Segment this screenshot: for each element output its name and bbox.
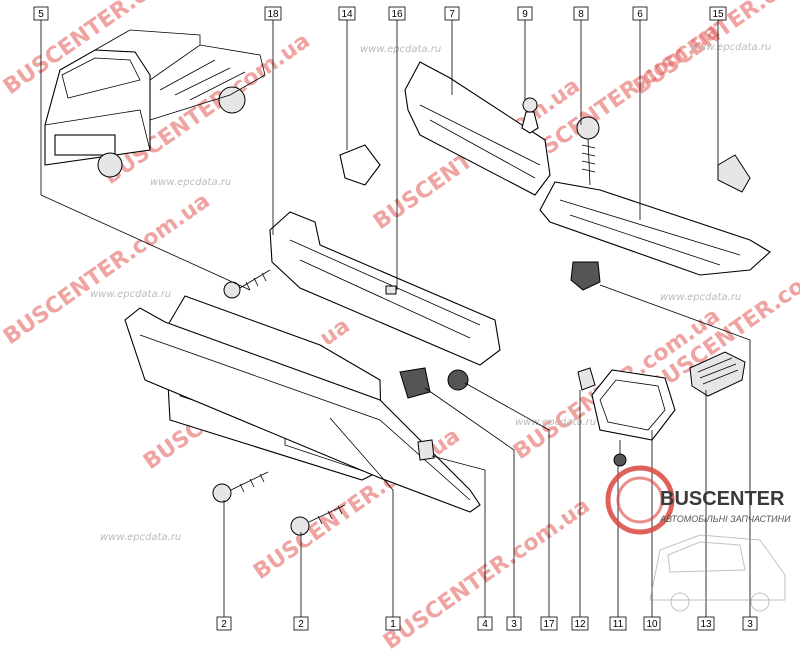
callout-12: 12: [571, 616, 589, 631]
part-17-nut: [447, 369, 469, 391]
callout-3: 3: [742, 616, 758, 631]
part-8-screw: [576, 116, 600, 186]
callout-6: 6: [632, 6, 648, 21]
svg-text:13: 13: [700, 619, 712, 630]
vehicle-thumbnail: [44, 29, 266, 178]
buscenter-logo: BUSCENTER АВТОМОБІЛЬНІ ЗАПЧАСТИНИ: [605, 465, 791, 612]
callout-10: 10: [643, 616, 661, 631]
part-6-deflector: [539, 181, 771, 276]
part-14-pad: [339, 144, 381, 186]
svg-text:18: 18: [267, 9, 279, 20]
logo-tagline: АВТОМОБІЛЬНІ ЗАПЧАСТИНИ: [659, 514, 791, 524]
callout-5: 5: [33, 6, 49, 21]
svg-text:4: 4: [482, 619, 488, 630]
callout-1: 1: [385, 616, 401, 631]
watermark-epcdata: www.epcdata.ru: [660, 292, 741, 303]
logo-name: BUSCENTER: [660, 488, 785, 510]
svg-text:5: 5: [38, 9, 44, 20]
part-11-screw: [613, 440, 627, 467]
part-4-clip: [417, 439, 435, 461]
part-1-spoiler: [124, 307, 481, 513]
svg-text:6: 6: [637, 9, 643, 20]
svg-text:2: 2: [221, 619, 227, 630]
part-2-screw-a: [212, 471, 269, 503]
part-13-vent: [689, 351, 746, 397]
callout-18: 18: [264, 6, 282, 21]
watermark-epcdata: www.epcdata.ru: [150, 177, 231, 188]
watermark-epcdata: www.epcdata.ru: [360, 44, 441, 55]
svg-text:1: 1: [390, 619, 396, 630]
watermark-epcdata: www.epcdata.ru: [90, 289, 171, 300]
svg-text:16: 16: [391, 9, 403, 20]
svg-text:15: 15: [712, 9, 724, 20]
callout-11: 11: [609, 616, 627, 631]
part-18-screw: [223, 269, 271, 299]
svg-text:3: 3: [747, 619, 753, 630]
part-9-clip: [521, 97, 539, 134]
part-7-deflector: [404, 61, 551, 196]
part-12-tab: [577, 367, 596, 391]
part-16-bracket: [269, 211, 501, 366]
watermark-buscenter: BUSCENTER.com.ua: [379, 493, 595, 654]
svg-text:11: 11: [613, 619, 624, 630]
callout-3: 3: [506, 616, 522, 631]
part-3-bushing: [399, 367, 431, 399]
svg-text:17: 17: [543, 619, 555, 630]
callout-8: 8: [573, 6, 589, 21]
leader-lines: [40, 20, 751, 617]
callout-4: 4: [477, 616, 493, 631]
svg-text:9: 9: [522, 9, 528, 20]
callout-7: 7: [444, 6, 460, 21]
part-15-cap: [717, 154, 751, 193]
watermark-epcdata: www.epcdata.ru: [690, 42, 771, 53]
part-10-frame: [591, 369, 676, 441]
callout-16: 16: [388, 6, 406, 21]
callouts: 5 18 14 16 7 9 8 6 15 2 2 1 4 3 17 12 11…: [33, 6, 758, 631]
watermark-epcdata: www.epcdata.ru: [515, 417, 596, 428]
callout-17: 17: [540, 616, 558, 631]
svg-text:14: 14: [341, 9, 353, 20]
part-2-screw-b: [290, 504, 346, 536]
svg-text:3: 3: [511, 619, 517, 630]
svg-text:7: 7: [449, 9, 455, 20]
part-3-grommet: [570, 261, 601, 291]
svg-text:2: 2: [298, 619, 304, 630]
callout-2: 2: [293, 616, 309, 631]
svg-text:8: 8: [578, 9, 584, 20]
svg-text:10: 10: [646, 619, 658, 630]
svg-text:12: 12: [574, 619, 586, 630]
watermark-epcdata: www.epcdata.ru: [100, 532, 181, 543]
callout-9: 9: [517, 6, 533, 21]
callout-13: 13: [697, 616, 715, 631]
callout-14: 14: [338, 6, 356, 21]
callout-2: 2: [216, 616, 232, 631]
callout-15: 15: [709, 6, 727, 21]
